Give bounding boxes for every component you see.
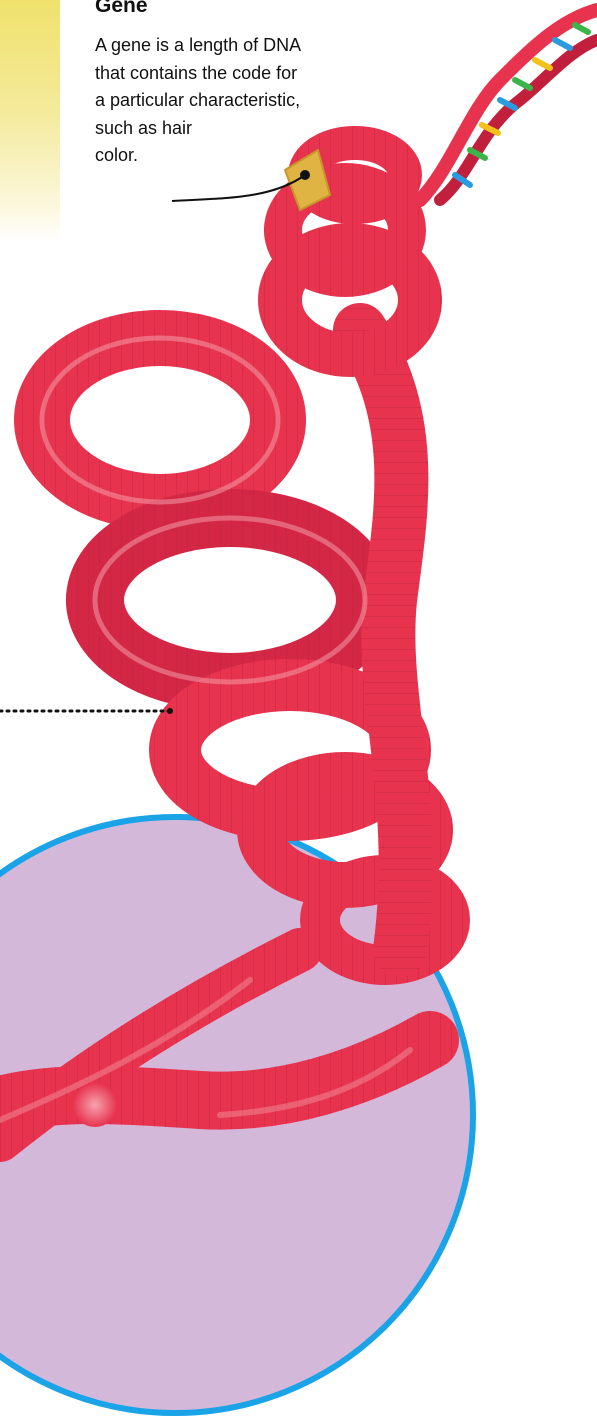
gene-description-line: such as hair bbox=[95, 115, 415, 143]
gene-title: Gene bbox=[95, 0, 148, 18]
gene-description-line: that contains the code for bbox=[95, 60, 415, 88]
dotted-leader-line bbox=[0, 708, 173, 714]
gene-description-line: color. bbox=[95, 142, 415, 170]
dna-double-helix bbox=[420, 10, 597, 200]
gene-description-line: A gene is a length of DNA bbox=[95, 32, 415, 60]
gene-description-line: a particular characteristic, bbox=[95, 87, 415, 115]
gene-description: A gene is a length of DNA that contains … bbox=[95, 32, 415, 170]
